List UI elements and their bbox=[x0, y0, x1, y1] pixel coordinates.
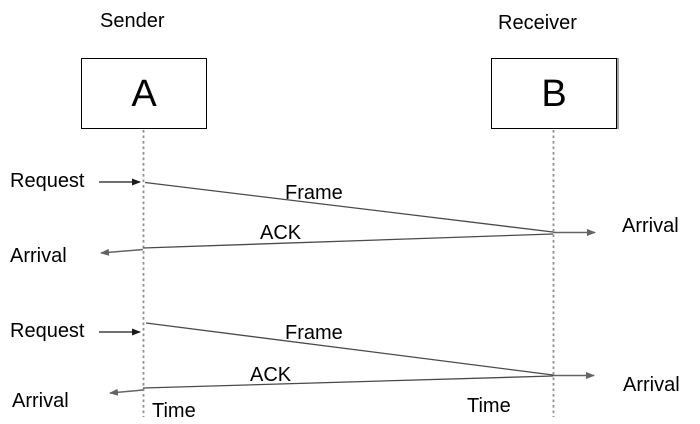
request-label-1: Request bbox=[10, 170, 85, 192]
sender-role-label: Sender bbox=[100, 10, 165, 32]
ack-line-2 bbox=[142, 375, 554, 389]
request-label-2: Request bbox=[10, 320, 85, 342]
arrival-arrow-left-1 bbox=[100, 248, 144, 256]
time-label-sender: Time bbox=[152, 400, 196, 422]
receiver-node-box: B bbox=[491, 58, 617, 129]
ack-label-1: ACK bbox=[260, 222, 302, 244]
frame-label-2: Frame bbox=[285, 322, 343, 344]
arrival-receiver-label-2: Arrival bbox=[623, 374, 680, 396]
arrival-sender-label-1: Arrival bbox=[10, 245, 67, 267]
time-label-receiver: Time bbox=[467, 395, 511, 417]
frame-line-1 bbox=[144, 181, 554, 233]
ack-line-1 bbox=[142, 233, 554, 249]
frame-line-2 bbox=[145, 322, 554, 376]
arrival-arrow-left-2 bbox=[109, 388, 144, 396]
arrival-sender-label-2: Arrival bbox=[12, 390, 69, 412]
frame-label-1: Frame bbox=[285, 182, 343, 204]
sender-node-label: A bbox=[131, 72, 157, 115]
arrival-receiver-label-1: Arrival bbox=[622, 215, 679, 237]
receiver-node-label: B bbox=[541, 72, 567, 115]
receiver-role-label: Receiver bbox=[498, 12, 577, 34]
sender-node-box: A bbox=[81, 58, 207, 129]
ack-label-2: ACK bbox=[250, 364, 292, 386]
